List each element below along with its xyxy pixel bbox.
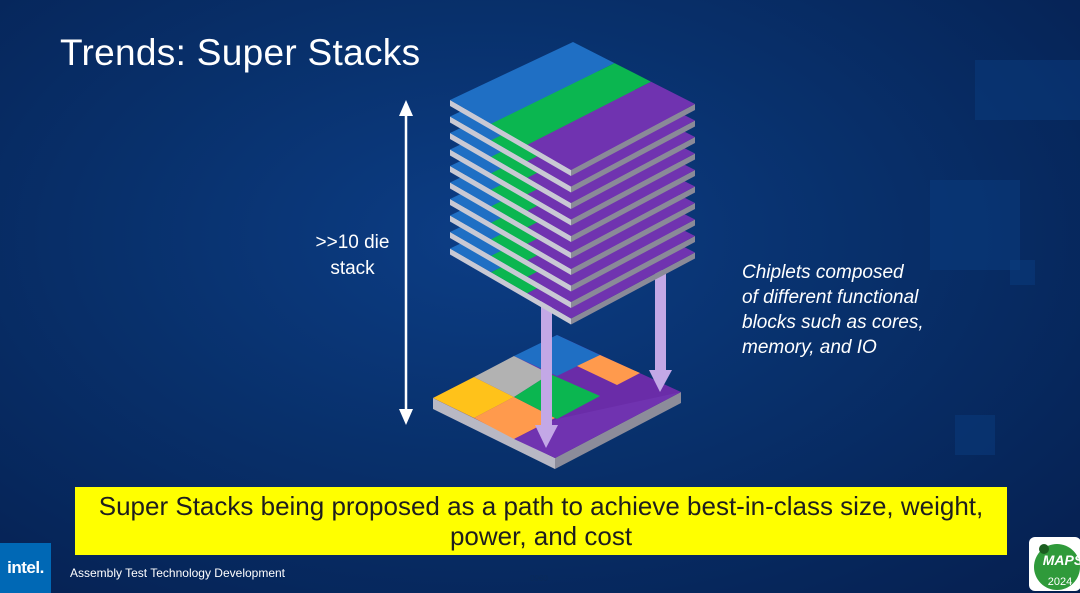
- bg-square: [1010, 260, 1035, 285]
- imaps-text: MAPS: [1043, 552, 1080, 568]
- banner-line: power, and cost: [449, 521, 633, 551]
- layer-side-left: [450, 166, 571, 242]
- layer-green-stripe: [491, 63, 652, 145]
- layer-side-right: [571, 236, 695, 308]
- layer-side-left: [450, 199, 571, 275]
- die-stack-label: >>10 die stack: [300, 230, 405, 282]
- layer-side-right: [571, 203, 695, 275]
- die-label-line: >>10 die: [315, 232, 390, 253]
- die-stack: [450, 42, 695, 325]
- tile-gray: [474, 356, 550, 397]
- intel-logo: intel.: [0, 543, 51, 593]
- layer-side-right: [571, 170, 695, 242]
- layer-side-left: [450, 248, 571, 325]
- tile-blue: [514, 335, 600, 376]
- layer-side-left: [450, 133, 571, 209]
- layer-side-right: [571, 252, 695, 325]
- bg-square: [955, 415, 995, 455]
- slide-title: Trends: Super Stacks: [60, 32, 421, 73]
- layer-side-right: [571, 153, 695, 226]
- base-die: [433, 335, 681, 469]
- layer-side-left: [450, 116, 571, 193]
- imaps-logo: MAPS 2024: [1029, 537, 1080, 591]
- tile-green: [514, 374, 600, 419]
- tile-orange-left: [474, 397, 555, 439]
- page-number: 0960: [530, 574, 548, 583]
- layer-side-right: [571, 137, 695, 209]
- highlight-banner: Super Stacks being proposed as a path to…: [75, 487, 1007, 555]
- layer-purple-stripe: [527, 81, 695, 170]
- layer-blue-stripe: [450, 42, 615, 124]
- callout-line: Chiplets composed: [742, 262, 904, 283]
- banner-line: Super Stacks being proposed as a path to…: [98, 491, 984, 521]
- layer-side-right: [571, 120, 695, 193]
- layer-side-right: [571, 219, 695, 292]
- imaps-year: 2024: [1048, 576, 1072, 588]
- footer-text: Assembly Test Technology Development: [70, 566, 286, 580]
- callout-line: blocks such as cores,: [742, 312, 924, 333]
- layer-side-left: [450, 100, 571, 176]
- layer-side-left: [450, 149, 571, 226]
- chiplet-callout: Chiplets composed of different functiona…: [742, 260, 1002, 360]
- height-double-arrow: [399, 100, 413, 425]
- bg-square: [930, 180, 1020, 270]
- die-label-line: stack: [330, 258, 375, 279]
- bg-square: [975, 60, 1080, 120]
- tile-orange-right: [577, 355, 640, 385]
- layer-side-left: [450, 232, 571, 308]
- connection-arrows: [535, 270, 672, 448]
- callout-line: of different functional: [742, 287, 919, 308]
- layer-side-right: [571, 186, 695, 259]
- layer-side-left: [450, 215, 571, 292]
- callout-line: memory, and IO: [742, 337, 877, 358]
- tile-yellow: [433, 377, 514, 418]
- layer-side-right: [571, 104, 695, 176]
- layer-side-left: [450, 182, 571, 259]
